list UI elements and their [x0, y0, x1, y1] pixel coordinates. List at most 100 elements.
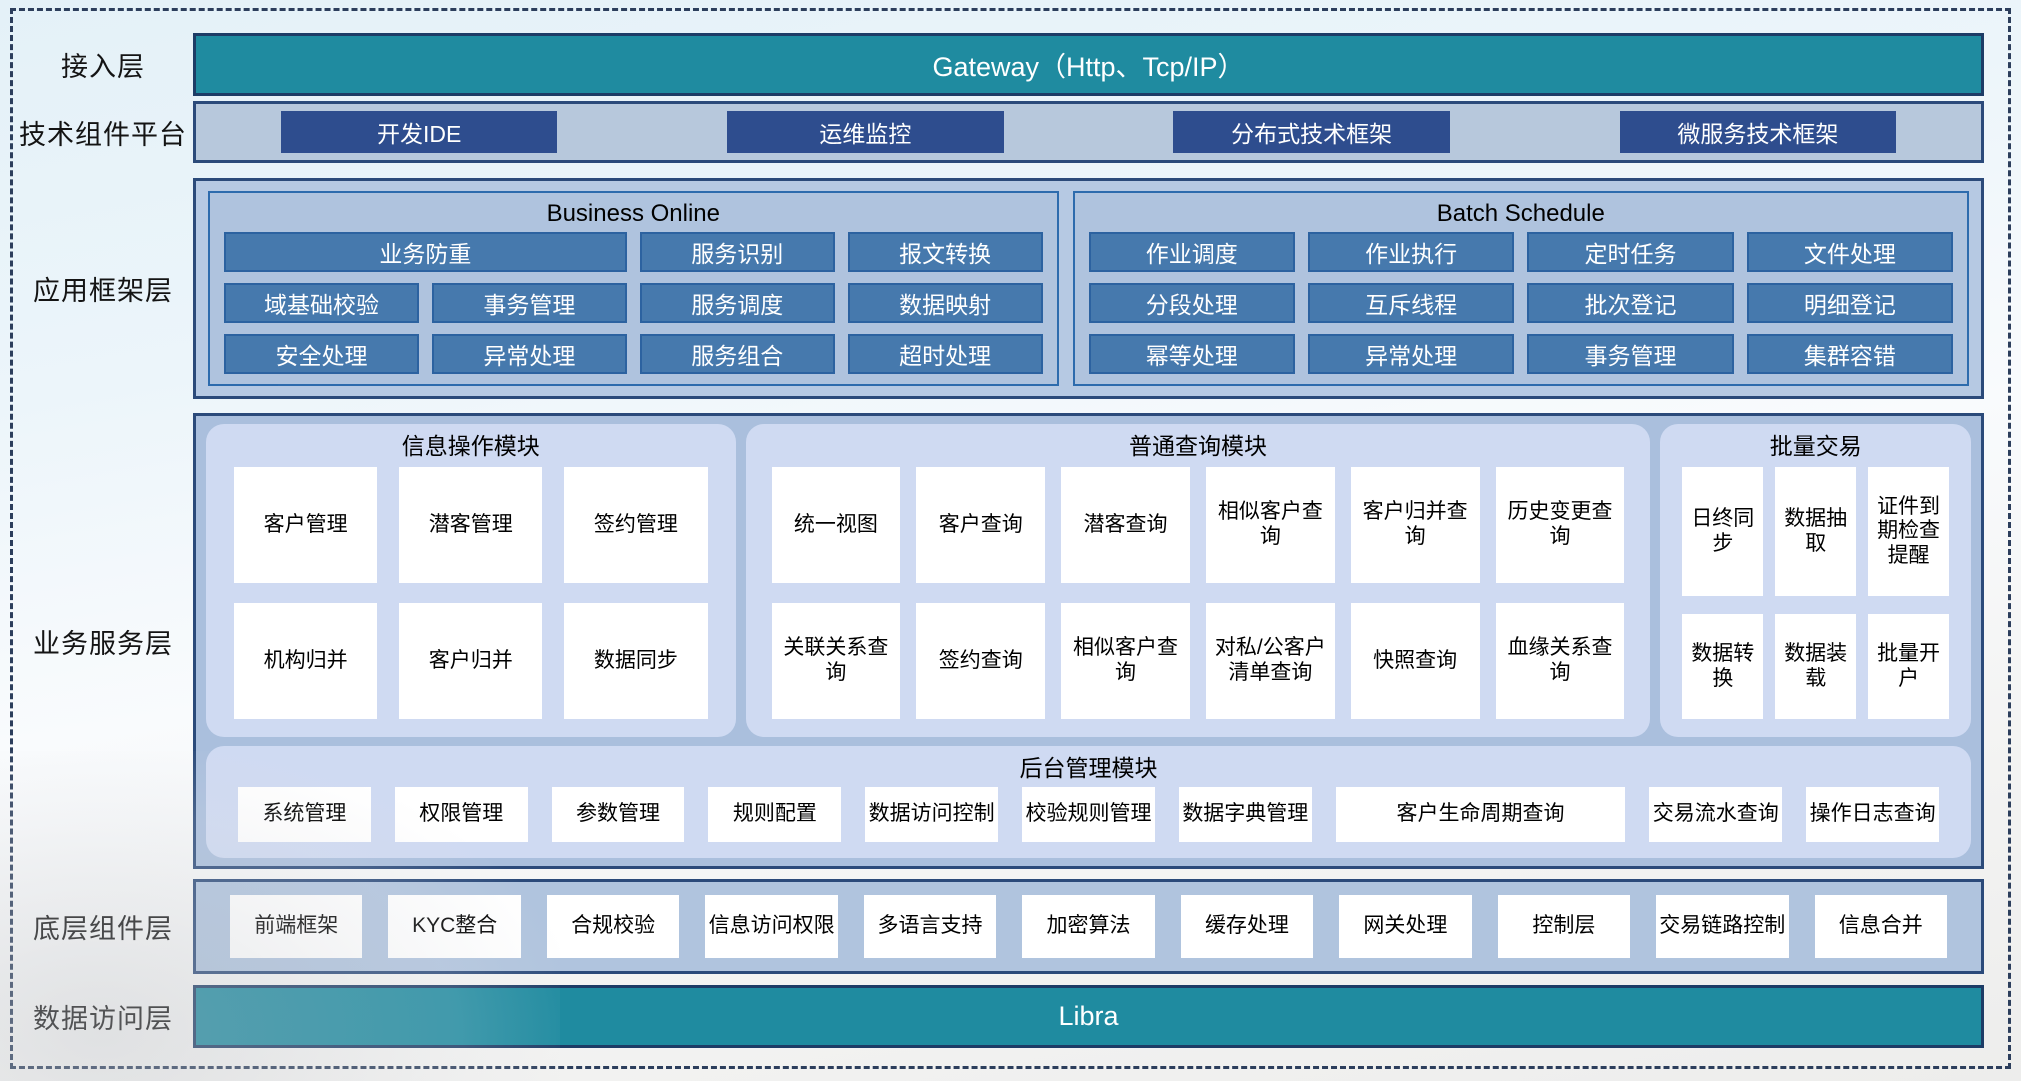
framework-button: 异常处理 [431, 334, 627, 374]
component-item: 加密算法 [1022, 895, 1155, 958]
framework-button: 批次登记 [1527, 283, 1734, 323]
component-item: 控制层 [1497, 895, 1631, 958]
info-operation-grid: 客户管理潜客管理签约管理机构归并客户归并数据同步 [228, 465, 714, 725]
module-item: 潜客查询 [1061, 467, 1190, 583]
batch-schedule-panel: Batch Schedule 作业调度作业执行定时任务文件处理分段处理互斥线程批… [1072, 191, 1969, 386]
libra-bar-text: Libra [1058, 1001, 1119, 1031]
component-item: 网关处理 [1339, 895, 1472, 958]
tech-platform-button: 微服务技术框架 [1619, 111, 1897, 153]
module-item: 证件到期检查提醒 [1868, 467, 1949, 597]
module-item: 客户管理 [234, 467, 378, 583]
framework-button: 业务防重 [224, 232, 627, 272]
batch-trade-title: 批量交易 [1769, 433, 1862, 459]
framework-button: 分段处理 [1088, 283, 1295, 323]
framework-button: 事务管理 [431, 283, 627, 323]
module-item: 数据装载 [1775, 614, 1857, 719]
framework-button: 域基础校验 [224, 283, 419, 323]
component-item: 缓存处理 [1180, 895, 1314, 958]
framework-button: 服务组合 [639, 334, 835, 374]
business-service-row: 业务服务层 信息操作模块 客户管理潜客管理签约管理机构归并客户归并数据同步 普通… [13, 413, 1984, 869]
business-online-panel: Business Online 业务防重服务识别报文转换域基础校验事务管理服务调… [208, 191, 1059, 386]
business-service-label: 业务服务层 [33, 628, 173, 659]
module-item: 历史变更查询 [1495, 467, 1625, 583]
framework-button: 服务识别 [639, 232, 835, 272]
module-item: 关联关系查询 [771, 603, 901, 719]
general-query-grid: 统一视图客户查询潜客查询相似客户查询 客户归并查询历史变更查询关联关系查询签约查询… [768, 465, 1629, 725]
module-item: 批量开户 [1868, 614, 1949, 719]
framework-button: 异常处理 [1307, 334, 1515, 374]
component-item: KYC整合 [388, 895, 521, 958]
module-item: 权限管理 [394, 787, 528, 842]
module-item: 客户归并 [399, 603, 543, 719]
module-item: 参数管理 [551, 787, 685, 842]
base-components-label: 底层组件层 [33, 914, 173, 944]
tech-platform-label: 技术组件平台 [19, 119, 187, 150]
general-query-title: 普通查询模块 [1128, 433, 1267, 459]
framework-button: 数据映射 [847, 283, 1043, 323]
batch-schedule-title: Batch Schedule [1436, 200, 1605, 227]
module-item: 日终同步 [1682, 467, 1764, 597]
batch-trade-module: 批量交易 日终同步数据抽取证件到期检查提醒数据转换数据装载批量开户 [1660, 424, 1971, 737]
module-item: 数据访问控制 [865, 787, 999, 842]
module-item: 操作日志查询 [1806, 787, 1939, 842]
module-item: 客户归并查询 [1350, 467, 1480, 583]
framework-button: 超时处理 [847, 334, 1043, 374]
module-item: 签约管理 [564, 467, 708, 583]
framework-button: 幂等处理 [1088, 334, 1295, 374]
module-item: 系统管理 [238, 787, 371, 842]
module-item: 数据抽取 [1775, 467, 1857, 597]
general-query-module: 普通查询模块 统一视图客户查询潜客查询相似客户查询 客户归并查询历史变更查询关联关… [745, 424, 1651, 737]
access-layer-row: 接入层 Gateway（Http、Tcp/IP） [13, 33, 1984, 96]
admin-module-title: 后台管理模块 [1019, 755, 1158, 781]
admin-module-grid: 系统管理权限管理参数管理规则配置数据访问控制校验规则管理数据字典管理客户生命周期… [228, 787, 1949, 846]
gateway-bar-text: Gateway（Http、Tcp/IP） [932, 52, 1245, 82]
module-item: 相似客户查询 [1061, 603, 1190, 719]
app-framework-panel: Business Online 业务防重服务识别报文转换域基础校验事务管理服务调… [193, 178, 1984, 399]
tech-platform-button: 开发IDE [280, 111, 558, 153]
service-modules-row: 信息操作模块 客户管理潜客管理签约管理机构归并客户归并数据同步 普通查询模块 统… [206, 424, 1971, 737]
module-item: 机构归并 [234, 603, 378, 719]
component-item: 信息访问权限 [705, 895, 838, 958]
framework-button: 明细登记 [1746, 283, 1953, 323]
business-online-grid: 业务防重服务识别报文转换域基础校验事务管理服务调度数据映射安全处理异常处理服务组… [224, 232, 1043, 374]
module-item: 交易流水查询 [1649, 787, 1783, 842]
framework-button: 文件处理 [1746, 232, 1953, 272]
batch-schedule-grid: 作业调度作业执行定时任务文件处理分段处理互斥线程批次登记明细登记幂等处理异常处理… [1088, 232, 1953, 374]
component-item: 交易链路控制 [1656, 895, 1789, 958]
framework-button: 集群容错 [1746, 334, 1953, 374]
module-item: 客户生命周期查询 [1335, 787, 1626, 842]
module-item: 校验规则管理 [1022, 787, 1155, 842]
module-item: 统一视图 [771, 467, 901, 583]
framework-button: 安全处理 [224, 334, 419, 374]
module-item: 血缘关系查询 [1495, 603, 1625, 719]
access-layer-label: 接入层 [61, 52, 145, 82]
framework-button: 报文转换 [847, 232, 1043, 272]
module-item: 客户查询 [916, 467, 1046, 583]
info-operation-module: 信息操作模块 客户管理潜客管理签约管理机构归并客户归并数据同步 [206, 424, 736, 737]
component-item: 信息合并 [1814, 895, 1947, 958]
app-framework-label: 应用框架层 [33, 276, 173, 306]
framework-button: 作业执行 [1307, 232, 1515, 272]
business-online-title: Business Online [546, 200, 720, 227]
framework-button: 服务调度 [639, 283, 835, 323]
module-item: 快照查询 [1350, 603, 1480, 719]
data-access-label: 数据访问层 [33, 1004, 173, 1034]
component-item: 合规校验 [546, 895, 680, 958]
module-item: 数据同步 [564, 603, 708, 719]
module-item: 签约查询 [916, 603, 1046, 719]
libra-bar: Libra [193, 985, 1984, 1048]
module-item: 数据转换 [1682, 614, 1764, 719]
batch-trade-grid: 日终同步数据抽取证件到期检查提醒数据转换数据装载批量开户 [1682, 465, 1949, 725]
module-item: 对私/公客户清单查询 [1205, 603, 1335, 719]
framework-button: 作业调度 [1088, 232, 1295, 272]
module-item: 潜客管理 [399, 467, 543, 583]
business-service-panel: 信息操作模块 客户管理潜客管理签约管理机构归并客户归并数据同步 普通查询模块 统… [193, 413, 1984, 869]
module-item: 规则配置 [708, 787, 842, 842]
framework-button: 互斥线程 [1307, 283, 1515, 323]
admin-module: 后台管理模块 系统管理权限管理参数管理规则配置数据访问控制校验规则管理数据字典管… [206, 746, 1971, 858]
